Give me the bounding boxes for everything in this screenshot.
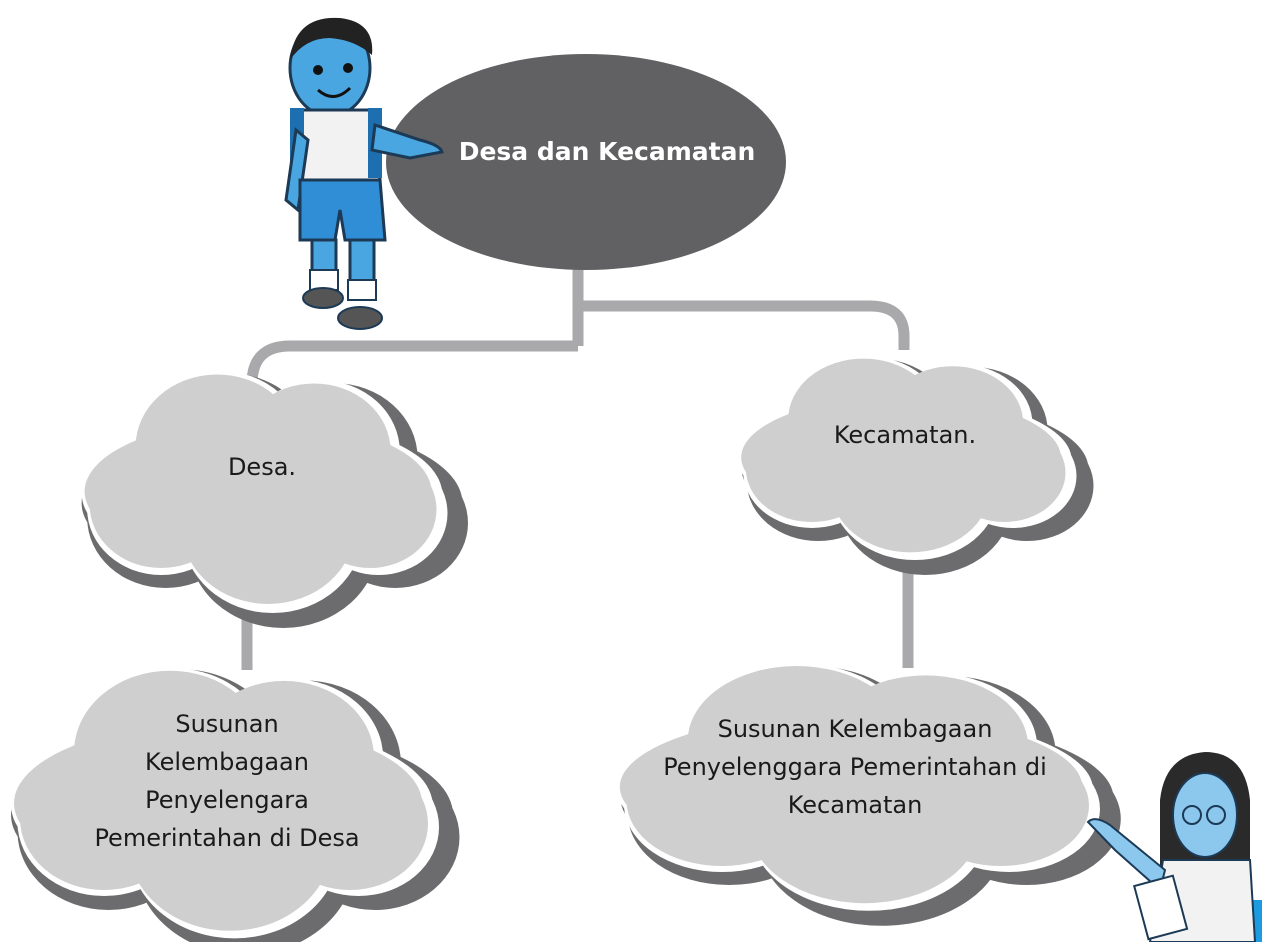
kecamatan-child-line-1: Susunan Kelembagaan bbox=[718, 715, 993, 743]
boy-student-illustration bbox=[284, 17, 444, 330]
cloud-kecamatan: Kecamatan. bbox=[738, 356, 1094, 575]
cloud-desa-child: Susunan Kelembagaan Penyelengara Pemerin… bbox=[11, 668, 460, 942]
kecamatan-child-line-2: Penyelenggara Pemerintahan di bbox=[663, 753, 1047, 781]
desa-label: Desa. bbox=[228, 453, 296, 481]
girl-student-illustration bbox=[1086, 752, 1262, 942]
desa-child-line-1: Susunan bbox=[175, 710, 278, 738]
cloud-kecamatan-child: Susunan Kelembagaan Penyelenggara Pemeri… bbox=[617, 663, 1121, 926]
kecamatan-label: Kecamatan. bbox=[834, 421, 976, 449]
root-label: Desa dan Kecamatan bbox=[459, 137, 756, 166]
desa-child-line-4: Pemerintahan di Desa bbox=[94, 824, 359, 852]
desa-child-line-2: Kelembagaan bbox=[145, 748, 309, 776]
kecamatan-child-line-3: Kecamatan bbox=[788, 791, 923, 819]
desa-child-line-3: Penyelengara bbox=[145, 786, 309, 814]
cloud-desa: Desa. bbox=[81, 370, 468, 628]
connector-to-right bbox=[578, 300, 910, 350]
root-node: Desa dan Kecamatan bbox=[386, 54, 786, 270]
